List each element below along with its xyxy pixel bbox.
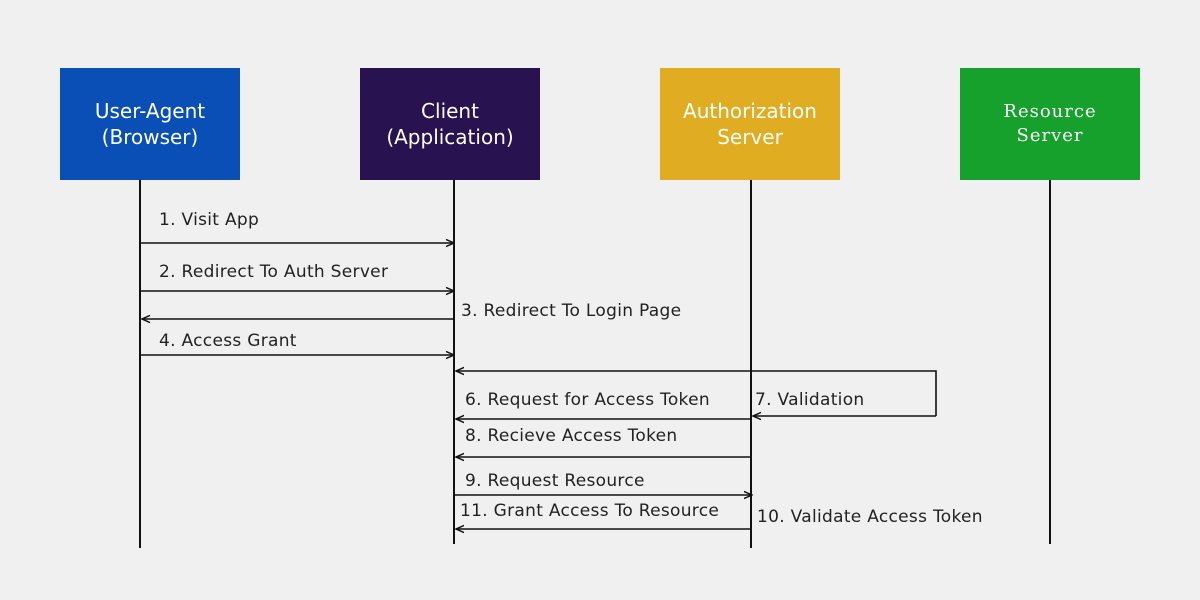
lifeline-resource-server — [1049, 180, 1051, 544]
actor-user-agent-line2: (Browser) — [101, 125, 199, 149]
message-redirect-auth-server: 2. Redirect To Auth Server — [159, 262, 389, 282]
actor-resource-server-line1: Resource — [1003, 101, 1097, 122]
message-grant-access-resource: 11. Grant Access To Resource — [460, 501, 720, 521]
actor-user-agent: User-Agent (Browser) — [60, 68, 240, 180]
actor-resource-server-line2: Server — [1016, 125, 1084, 146]
message-validation: 7. Validation — [755, 390, 865, 410]
message-redirect-login-page: 3. Redirect To Login Page — [461, 301, 682, 321]
message-request-access-token: 6. Request for Access Token — [465, 390, 710, 410]
message-visit-app: 1. Visit App — [159, 210, 260, 230]
actor-client-line2: (Application) — [386, 125, 514, 149]
arrow-validation-loop-to-client — [456, 371, 937, 416]
message-access-grant: 4. Access Grant — [159, 331, 297, 351]
actor-client-line1: Client — [421, 99, 479, 123]
message-receive-access-token: 8. Recieve Access Token — [465, 426, 678, 446]
lifeline-client — [453, 180, 455, 544]
lifeline-authorization-server — [750, 180, 752, 548]
actor-authorization-server-line1: Authorization — [683, 99, 817, 123]
message-validate-access-token: 10. Validate Access Token — [757, 507, 983, 527]
actor-resource-server: Resource Server — [960, 68, 1140, 180]
actor-user-agent-line1: User-Agent — [94, 99, 206, 123]
lifeline-user-agent — [139, 180, 141, 548]
actor-client: Client (Application) — [360, 68, 540, 180]
actor-authorization-server-line2: Server — [717, 125, 783, 149]
message-request-resource: 9. Request Resource — [465, 471, 645, 491]
actor-authorization-server: Authorization Server — [660, 68, 840, 180]
